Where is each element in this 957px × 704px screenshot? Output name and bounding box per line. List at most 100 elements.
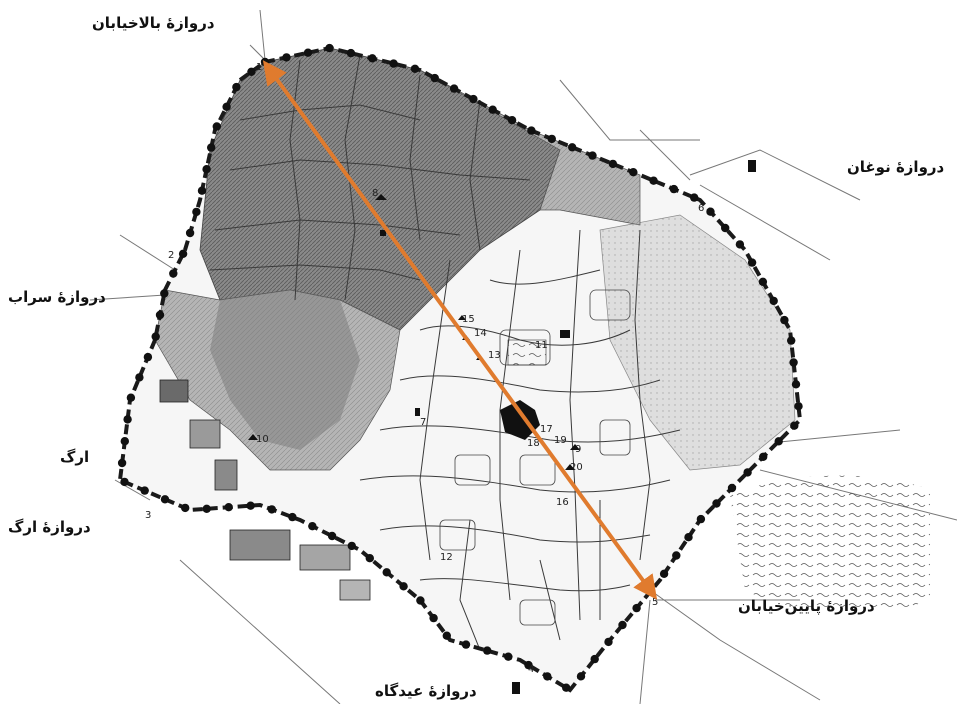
wall-tower: [758, 277, 768, 286]
gate-number-5: 5: [652, 597, 658, 608]
wall-tower: [382, 568, 391, 577]
wall-tower: [735, 240, 745, 249]
wall-tower: [135, 373, 144, 382]
wall-tower: [659, 569, 669, 578]
wall-tower: [780, 315, 789, 325]
gate-number-6: 6: [698, 203, 704, 214]
wall-tower: [303, 48, 313, 57]
wall-tower: [547, 134, 556, 144]
wall-tower: [527, 126, 536, 135]
landmark-10: 10: [256, 434, 269, 445]
wall-tower: [308, 522, 317, 531]
wall-tower: [690, 193, 699, 202]
wall-tower: [669, 184, 679, 194]
landmark-14: 14: [474, 328, 487, 339]
landmark-16: 16: [556, 497, 569, 508]
wall-tower: [504, 652, 513, 661]
wall-tower: [790, 421, 799, 430]
landmark-7: 7: [420, 417, 426, 428]
wall-tower: [160, 495, 170, 504]
wall-tower: [562, 683, 571, 692]
wall-tower: [325, 43, 334, 53]
wall-tower: [430, 73, 439, 83]
gate-label-arg: ارگ: [60, 448, 90, 466]
wall-tower: [202, 504, 211, 513]
wall-tower: [632, 603, 641, 613]
wall-tower: [568, 143, 577, 152]
wall-tower: [743, 468, 752, 477]
wall-tower: [126, 393, 136, 402]
wall-tower: [224, 503, 233, 512]
wall-tower: [416, 596, 425, 605]
wall-tower: [207, 143, 216, 152]
landmark-19: 19: [554, 435, 567, 446]
city-wall: [117, 45, 803, 693]
wall-tower: [327, 531, 337, 541]
wall-tower: [712, 499, 721, 508]
wall-tower: [442, 631, 451, 640]
wall-tower: [197, 186, 207, 195]
wall-tower: [202, 165, 211, 174]
wall-tower: [346, 48, 356, 58]
wall-tower: [347, 541, 356, 551]
wall-tower: [222, 102, 231, 112]
wall-tower: [629, 168, 638, 177]
wall-tower: [649, 176, 658, 185]
wall-tower: [368, 54, 377, 63]
wall-tower: [774, 437, 783, 446]
wall-tower: [449, 84, 459, 93]
wall-tower: [178, 249, 188, 258]
wall-tower: [151, 332, 160, 341]
gate-label-sarab: دروازهٔ سراب: [8, 288, 106, 306]
wall-tower: [365, 554, 374, 563]
wall-tower: [120, 477, 129, 487]
wall-tower: [543, 672, 552, 681]
wall-tower: [461, 640, 471, 649]
wall-tower: [232, 82, 241, 92]
landmark-17: 17: [540, 424, 553, 435]
wall-tower: [727, 483, 737, 493]
gate-label-eidgah: دروازهٔ عیدگاه: [375, 682, 477, 700]
wall-tower: [212, 122, 221, 131]
wall-tower: [160, 289, 169, 298]
wall-tower: [155, 310, 165, 320]
wall-tower: [684, 533, 693, 542]
gate-label-bala-khiaban: دروازهٔ بالاخیابان: [92, 14, 215, 32]
wall-tower: [389, 59, 398, 68]
wall-tower: [140, 486, 149, 495]
gate-label-noghan: دروازهٔ نوغان: [847, 158, 945, 176]
wall-tower: [759, 452, 768, 461]
wall-tower: [267, 505, 276, 514]
wall-tower: [246, 501, 255, 510]
wall-tower: [185, 228, 195, 238]
wall-tower: [117, 458, 127, 468]
landmark-11: 11: [535, 340, 548, 351]
wall-tower: [288, 512, 297, 522]
wall-tower: [181, 503, 190, 513]
wall-tower: [247, 67, 256, 77]
landmark-8: 8: [372, 188, 378, 199]
gate-number-labels: 1 2 3 4 5 6: [145, 62, 704, 675]
wall-tower: [399, 582, 408, 591]
landmark-12: 12: [440, 552, 453, 563]
wall-tower: [429, 613, 438, 623]
main-axis-arrow: [262, 60, 658, 600]
gate-label-arg-gate: دروازهٔ ارگ: [8, 518, 91, 536]
wall-tower: [791, 380, 801, 389]
wall-tower: [524, 660, 533, 670]
wall-tower: [789, 358, 798, 367]
gate-number-1: 1: [256, 62, 262, 73]
wall-tower: [488, 105, 497, 114]
wall-tower: [672, 551, 681, 560]
wall-tower: [410, 64, 420, 74]
wall-tower: [590, 654, 599, 664]
wall-tower: [787, 336, 796, 345]
wall-tower: [123, 415, 132, 424]
gate-number-2: 2: [168, 250, 174, 261]
wall-tower: [483, 646, 492, 655]
wall-tower: [769, 296, 778, 306]
wall-tower: [618, 620, 627, 630]
wall-tower: [588, 151, 597, 160]
